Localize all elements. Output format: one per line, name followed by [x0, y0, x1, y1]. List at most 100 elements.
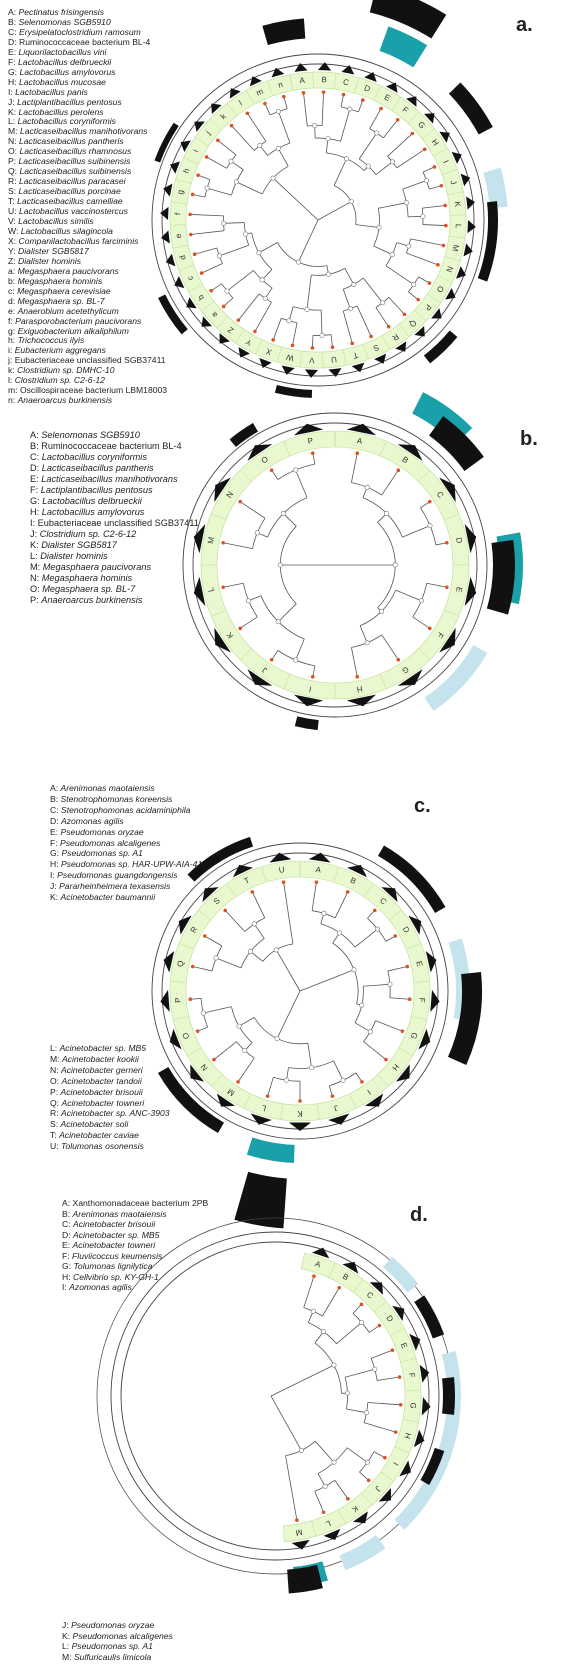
leaf-label: N [225, 490, 236, 500]
legend-letter: C: [30, 452, 42, 462]
legend-species-name: Pseudomonas alcaligenes [60, 837, 161, 848]
triangle-marker [399, 1460, 411, 1477]
band-divider [444, 256, 461, 262]
leaf-label: A [299, 76, 306, 86]
leaf-label: R [390, 332, 400, 343]
panel-label: c. [414, 795, 431, 817]
tree-branch [213, 1041, 237, 1060]
legend-entry: N: Megasphaera hominis [30, 573, 199, 584]
legend-entry: Q: Acinetobacter towneri [50, 1098, 170, 1109]
leaf-node [384, 1057, 388, 1062]
tree-branch [351, 647, 358, 677]
legend-letter: F: [30, 485, 41, 495]
legend-entry: P: Lacticaseibacillus suibinensis [8, 156, 167, 167]
leaf-label: E [454, 586, 464, 593]
leaf-label: L [206, 586, 216, 593]
leaf-label: H [402, 1432, 412, 1440]
tree-branch [422, 166, 435, 173]
internal-node [321, 1329, 327, 1335]
legend-entry: E: Acinetobacter towneri [62, 1240, 208, 1251]
internal-node [347, 106, 353, 112]
legend-letter: l: [8, 375, 15, 386]
leaf-node [410, 131, 415, 136]
triangle-marker [288, 1122, 312, 1131]
tree-branch [363, 1422, 396, 1433]
guide-ring-inner [192, 422, 478, 708]
triangle-marker [418, 1028, 431, 1050]
legend-letter: N: [50, 1064, 61, 1075]
tree-branch [406, 252, 439, 266]
band-divider [178, 264, 195, 271]
internal-node [325, 136, 331, 142]
legend-letter: R: [50, 1108, 61, 1119]
legend-letter: E: [8, 46, 19, 57]
internal-node [331, 1362, 337, 1368]
legend-species-name: Companilactobacillus farciminis [18, 235, 139, 246]
legend-species-name: Stenotrophomonas acidaminiphila [60, 804, 191, 815]
leaf-label: K [350, 1504, 360, 1515]
tree-branch [378, 202, 407, 209]
leaf-label: H [390, 1062, 401, 1072]
band-divider [407, 111, 420, 124]
leaf-label: Q [408, 318, 419, 329]
triangle-marker [249, 76, 262, 87]
tree-branch [389, 997, 410, 1000]
legend-entry: I: Eubacteriaceae unclassified SGB37411 [30, 518, 199, 529]
triangle-marker [406, 96, 417, 107]
internal-node [374, 130, 380, 136]
internal-node [389, 159, 395, 165]
leaf-label: C [435, 490, 446, 500]
leaf-label: X [264, 346, 273, 357]
internal-node [276, 109, 282, 115]
legend-entry: K: Dialister SGB5817 [30, 540, 199, 551]
triangle-marker [439, 131, 450, 143]
band-divider [246, 90, 255, 105]
tree-branch [239, 501, 266, 519]
legend-species-name: Pseudomonas guangdongensis [57, 870, 178, 881]
label-band [169, 71, 467, 369]
leaf-label: g [176, 189, 186, 195]
legend-species-name: Liquorilactobacillus vini [18, 46, 107, 57]
internal-node [344, 156, 350, 162]
legend-letter: R: [8, 176, 19, 187]
legend-entry: N: Acinetobacter gerneri [50, 1065, 170, 1076]
tree-branch [402, 180, 427, 190]
triangle-marker [364, 72, 377, 82]
leaf-node [221, 585, 225, 590]
tree-branch [359, 1471, 369, 1481]
legend-species-name: Tolumonas osonensis [60, 1141, 144, 1152]
legend-species-name: Selenomonas SGB5910 [41, 430, 140, 440]
tree-branch [367, 1402, 401, 1406]
leaf-label: D [363, 83, 372, 94]
leaf-label: V [308, 356, 314, 365]
triangle-marker [374, 353, 387, 364]
leaf-label: Y [244, 337, 254, 348]
leaf-node [310, 451, 315, 455]
tree-branch [271, 469, 279, 480]
triangle-marker [397, 444, 423, 461]
legend-entry: J: Pararheinheimera texasensis [50, 881, 202, 892]
leaf-label: I [308, 684, 312, 693]
tree-branch [336, 1322, 362, 1345]
leaf-node [377, 1323, 382, 1328]
internal-node [275, 619, 281, 625]
leaf-node [346, 1496, 350, 1501]
legend-letter: G: [50, 848, 62, 859]
legend-species-name: Anaerobium acetethylicum [17, 305, 119, 316]
legend-entry: K: Acinetobacter baumannii [50, 892, 202, 903]
leaf-label: M [206, 536, 216, 545]
tree-branch [285, 1455, 298, 1521]
leaf-node [345, 890, 350, 894]
tree-branch [410, 238, 444, 246]
legend-entry: D: Ruminococcaceae bacterium BL-4 [8, 37, 167, 48]
legend-entry: X: Companilactobacillus farciminis [8, 235, 167, 247]
tree-branch [363, 983, 390, 987]
band-divider [377, 1074, 389, 1087]
legend-letter: C: [62, 1219, 73, 1229]
abundance-wedge [229, 422, 258, 448]
legend-species-name: Lactobacillus vaccinostercus [18, 206, 128, 217]
tree-branch [312, 335, 314, 348]
tree-branch [224, 910, 246, 932]
band-divider [175, 178, 192, 184]
band-divider [195, 137, 209, 147]
